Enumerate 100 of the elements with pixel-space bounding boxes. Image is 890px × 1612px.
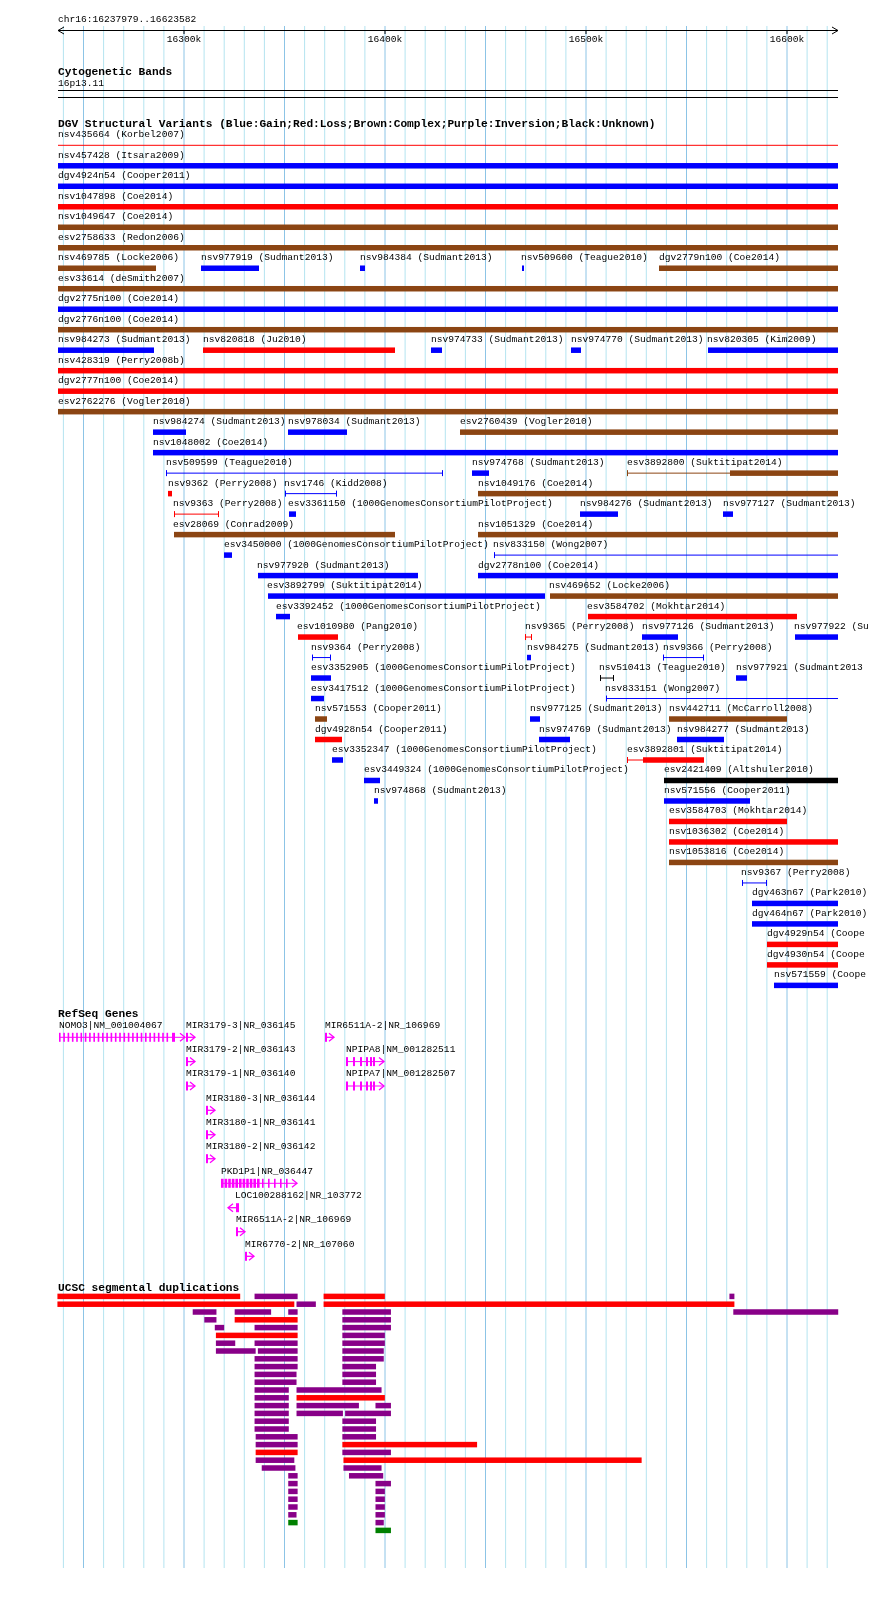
variant-label: nsv978034 (Sudmant2013) (288, 416, 421, 429)
gene-label: MIR3180-1|NR_036141 (206, 1117, 316, 1129)
variant-label: esv2762276 (Vogler2010) (58, 395, 191, 408)
variant-label: nsv428319 (Perry2008b) (58, 354, 185, 367)
variant-label: nsv974733 (Sudmant2013) (431, 334, 564, 347)
variant-label: nsv9362 (Perry2008) (168, 477, 278, 490)
variant-label: esv3449324 (1000GenomesConsortiumPilotProject) (364, 764, 629, 777)
variant-label: nsv510413 (Teague2010) (599, 662, 726, 675)
variant-label: dgv2777n100 (Coe2014) (58, 375, 179, 388)
variant-label: esv3352347 (1000GenomesConsortiumPilotProject) (332, 744, 597, 756)
scale-tick-label: 16500k (568, 33, 604, 46)
variant-label: dgv2775n100 (Coe2014) (58, 293, 179, 306)
variant-label: nsv974769 (Sudmant2013) (539, 723, 672, 736)
variant-label: nsv977919 (Sudmant2013) (201, 252, 334, 265)
variant-label: esv3352905 (1000GenomesConsortiumPilotProject) (311, 662, 576, 675)
variant-label: nsv1053816 (Coe2014) (669, 846, 785, 859)
position-label: chr16:16237979..16623582 (58, 14, 197, 27)
variant-label: nsv509600 (Teague2010) (521, 252, 648, 265)
variant-label: dgv4929n54 (Coope (767, 928, 865, 941)
variant-label: nsv1049647 (Coe2014) (58, 211, 174, 224)
variant-label: esv3892799 (Suktitipat2014) (267, 580, 423, 593)
variant-label: nsv974868 (Sudmant2013) (374, 784, 507, 797)
gene-label: MIR6511A-2|NR_106969 (325, 1019, 441, 1032)
variant-label: nsv833151 (Wong2007) (605, 682, 721, 695)
gene-label: MIR3179-2|NR_036143 (186, 1043, 296, 1056)
gene-label: MIR3179-3|NR_036145 (186, 1019, 296, 1032)
variant-label: nsv457428 (Itsara2009) (58, 149, 185, 162)
gene-label: MIR3180-2|NR_036142 (206, 1141, 316, 1153)
variant-label: esv3361150 (1000GenomesConsortiumPilotProject) (288, 498, 553, 511)
scale-tick-label: 16300k (166, 33, 202, 46)
variant-label: esv3417512 (1000GenomesConsortiumPilotProject) (311, 682, 576, 695)
variant-label: dgv464n67 (Park2010) (752, 907, 868, 920)
variant-label: nsv977125 (Sudmant2013) (530, 703, 663, 715)
track-title: UCSC segmental duplications (58, 1282, 240, 1294)
track-title: DGV Structural Variants (Blue:Gain;Red:Loss;Brown:Complex;Purple:Inversion;Black:Unknown) (58, 118, 656, 130)
variant-label: nsv509599 (Teague2010) (166, 457, 293, 470)
variant-label: nsv977922 (Su (794, 621, 869, 634)
variant-label: esv2421409 (Altshuler2010) (664, 764, 814, 777)
variant-label: dgv4930n54 (Coope (767, 948, 865, 961)
variant-label: nsv469785 (Locke2006) (58, 252, 179, 265)
variant-label: dgv463n67 (Park2010) (752, 887, 868, 900)
gene-label: NPIPA8|NM_001282511 (346, 1043, 456, 1056)
variant-label: nsv977921 (Sudmant2013 (736, 662, 863, 675)
variant-label: nsv442711 (McCarroll2008) (669, 703, 813, 715)
variant-label: nsv9365 (Perry2008) (525, 621, 635, 634)
variant-label: nsv1036302 (Coe2014) (669, 825, 785, 838)
scale-tick-label: 16600k (769, 33, 805, 46)
variant-label: nsv984276 (Sudmant2013) (580, 498, 713, 511)
gene-label: LOC100288162|NR_103772 (235, 1190, 362, 1202)
variant-label: esv3392452 (1000GenomesConsortiumPilotProject) (276, 600, 541, 613)
variant-label: nsv820818 (Ju2010) (203, 334, 307, 347)
variant-label: nsv974770 (Sudmant2013) (571, 334, 704, 347)
scale-tick-label: 16400k (367, 33, 403, 46)
variant-label: nsv9363 (Perry2008) (173, 498, 283, 511)
band-name: 16p13.11 (58, 78, 105, 90)
variant-label: esv3892800 (Suktitipat2014) (627, 457, 783, 470)
variant-label: esv2760439 (Vogler2010) (460, 416, 593, 429)
track-title: RefSeq Genes (58, 1008, 139, 1020)
variant-label: nsv9364 (Perry2008) (311, 641, 421, 654)
gene-label: MIR6770-2|NR_107060 (245, 1238, 355, 1251)
variant-label: dgv2778n100 (Coe2014) (478, 559, 599, 572)
variant-label: nsv984273 (Sudmant2013) (58, 334, 191, 347)
variant-label: nsv571553 (Cooper2011) (315, 703, 442, 715)
variant-label: esv2758633 (Redon2006) (58, 231, 185, 244)
variant-label: nsv1051329 (Coe2014) (478, 518, 594, 531)
gene-label: MIR3180-3|NR_036144 (206, 1092, 316, 1105)
variant-label: nsv1048002 (Coe2014) (153, 436, 269, 449)
variant-label: nsv469652 (Locke2006) (549, 580, 670, 593)
gene-label: NPIPA7|NM_001282507 (346, 1068, 456, 1081)
variant-label: nsv9367 (Perry2008) (741, 866, 851, 879)
gene-label: MIR6511A-2|NR_106969 (236, 1214, 352, 1226)
variant-label: dgv4928n54 (Cooper2011) (315, 723, 448, 736)
variant-label: nsv984275 (Sudmant2013) (527, 641, 660, 654)
variant-label: nsv977126 (Sudmant2013) (642, 621, 775, 634)
variant-label: nsv9366 (Perry2008) (663, 641, 773, 654)
variant-label: nsv571559 (Coope (774, 969, 867, 982)
track-title: Cytogenetic Bands (58, 65, 173, 78)
variant-label: esv3892801 (Suktitipat2014) (627, 744, 783, 756)
variant-label: esv3450000 (1000GenomesConsortiumPilotProject) (224, 539, 489, 552)
variant-label: dgv2779n100 (Coe2014) (659, 252, 780, 265)
variant-label: nsv984274 (Sudmant2013) (153, 416, 286, 429)
variant-label: nsv984277 (Sudmant2013) (677, 723, 810, 736)
variant-label: nsv571556 (Cooper2011) (664, 784, 791, 797)
gene-label: PKD1P1|NR_036447 (221, 1165, 314, 1178)
variant-label: esv3584702 (Mokhtar2014) (587, 600, 726, 613)
variant-label: dgv2776n100 (Coe2014) (58, 313, 179, 326)
variant-label: nsv977920 (Sudmant2013) (257, 559, 390, 572)
variant-label: nsv977127 (Sudmant2013) (723, 498, 856, 511)
variant-label: esv33614 (deSmith2007) (58, 272, 185, 285)
variant-label: esv28069 (Conrad2009) (173, 518, 294, 531)
variant-label: nsv974768 (Sudmant2013) (472, 457, 605, 470)
gene-label: NOMO3|NM_001004067 (59, 1019, 163, 1032)
variant-label: nsv1049176 (Coe2014) (478, 477, 594, 490)
variant-label: nsv833150 (Wong2007) (493, 539, 609, 552)
variant-label: nsv1746 (Kidd2008) (284, 477, 388, 490)
variant-label: nsv820305 (Kim2009) (707, 334, 817, 347)
gene-label: MIR3179-1|NR_036140 (186, 1068, 296, 1081)
variant-label: nsv1047898 (Coe2014) (58, 190, 174, 203)
variant-label: esv1010980 (Pang2010) (297, 621, 418, 634)
variant-label: nsv984384 (Sudmant2013) (360, 252, 493, 265)
